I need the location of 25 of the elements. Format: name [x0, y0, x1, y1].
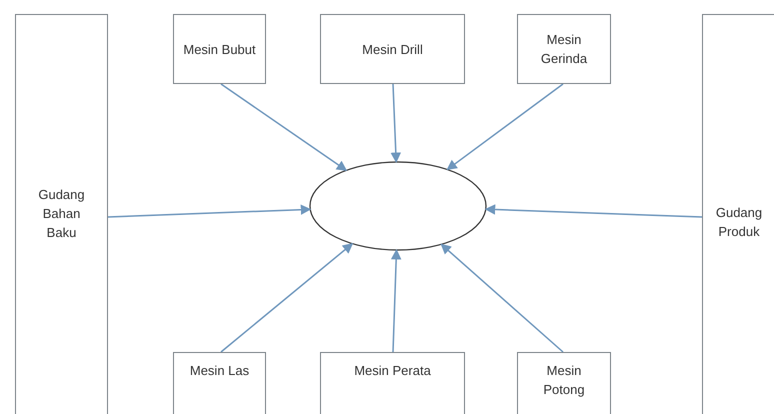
- arrow: [108, 204, 312, 218]
- process-box: [320, 14, 465, 84]
- arrow: [390, 84, 402, 164]
- process-box: [517, 14, 611, 84]
- arrow: [440, 244, 564, 353]
- arrow: [220, 242, 354, 353]
- box-label: Gudang Bahan Baku: [37, 186, 86, 242]
- process-box: [517, 352, 611, 414]
- arrow: [484, 204, 702, 218]
- box-label: Mesin Gerinda: [540, 31, 588, 68]
- process-box: [320, 352, 465, 414]
- arrow: [390, 248, 402, 352]
- box-label: Gudang Produk: [714, 204, 764, 241]
- box-label: Mesin Potong: [542, 362, 586, 399]
- arrow: [220, 83, 348, 171]
- process-box: [173, 352, 266, 414]
- box-label: Mesin Las: [188, 362, 250, 380]
- box-label: Mesin Drill: [361, 40, 424, 58]
- process-box: [702, 14, 774, 414]
- box-label: Mesin Perata: [353, 362, 432, 380]
- box-label: Mesin Bubut: [182, 40, 257, 58]
- process-ellipse: [309, 161, 487, 251]
- process-box: [15, 14, 108, 414]
- arrow: [446, 83, 564, 170]
- process-box: [173, 14, 266, 84]
